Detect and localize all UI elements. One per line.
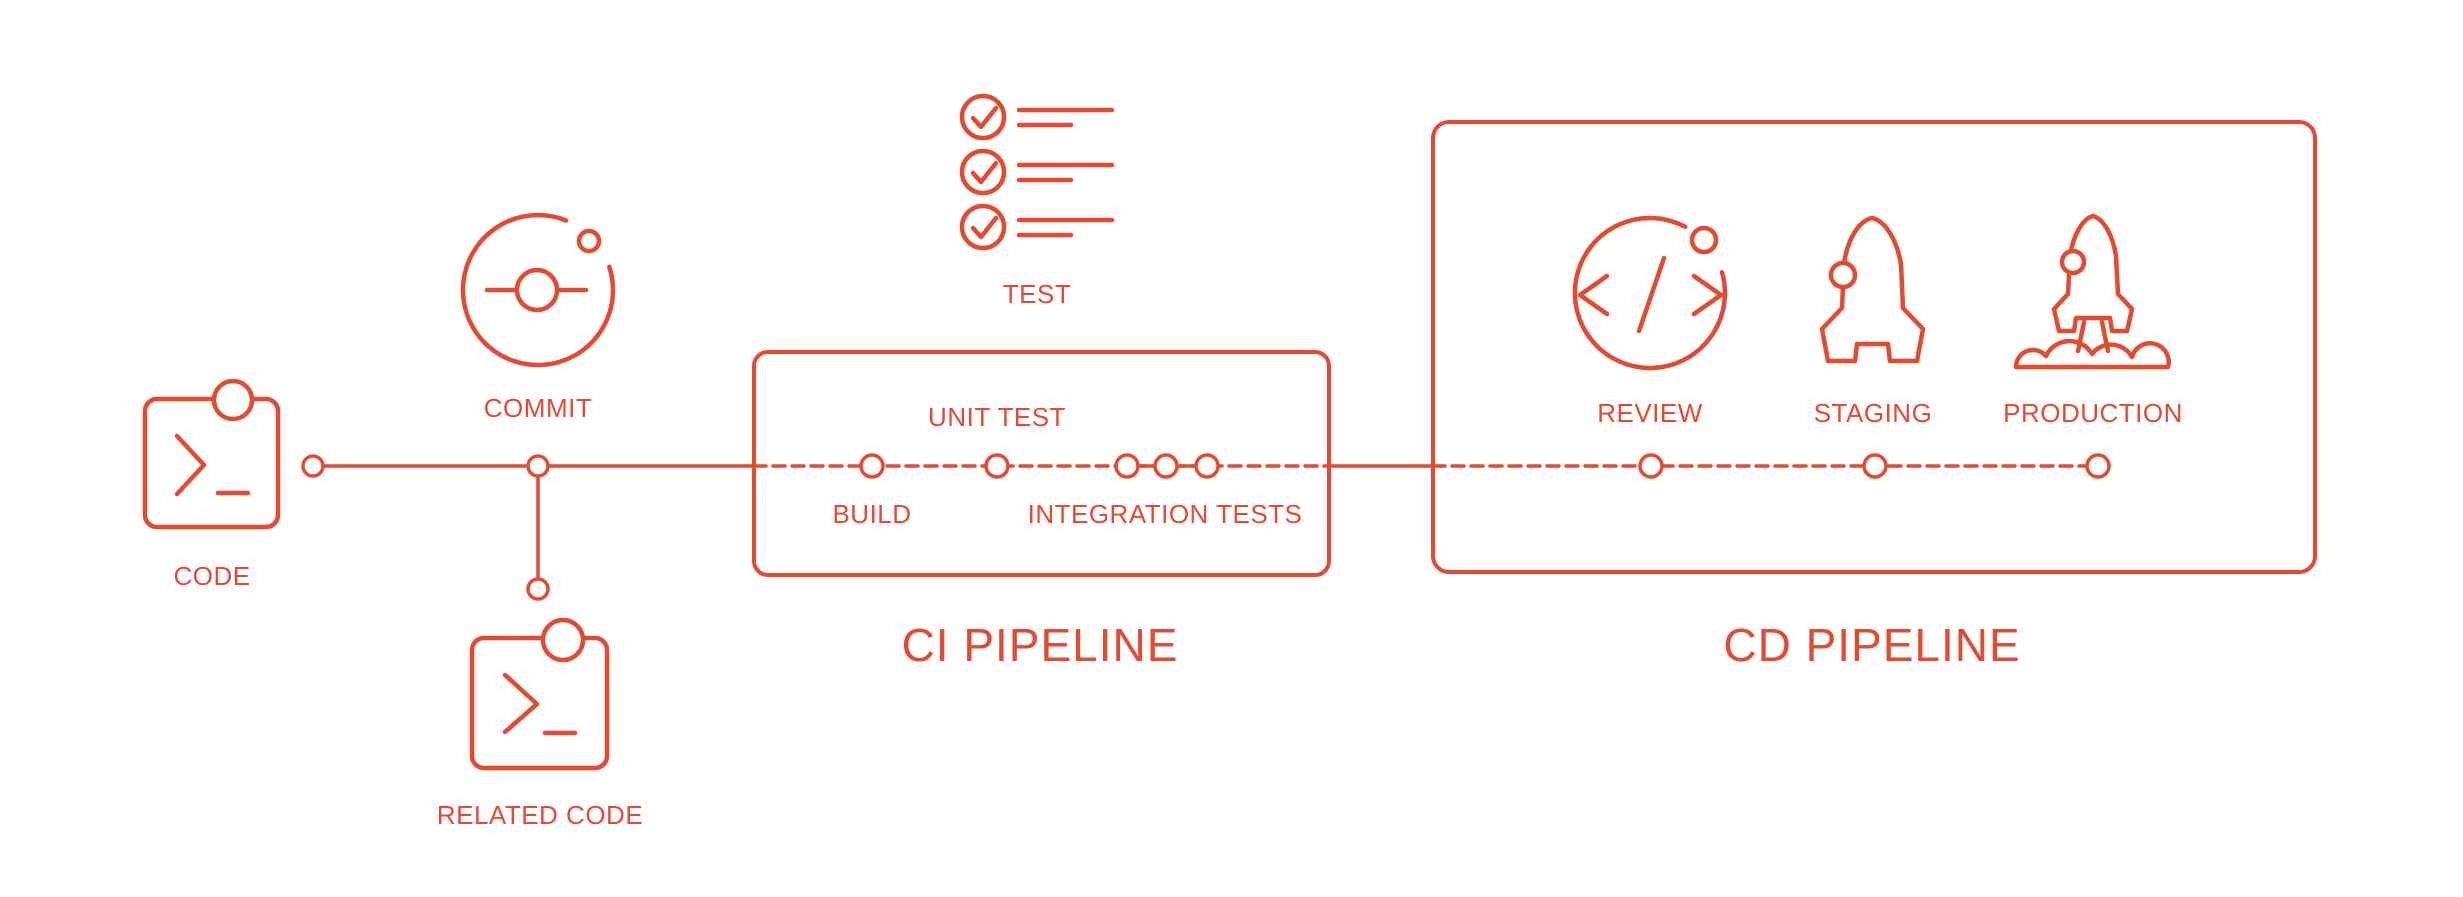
code-bracket-left xyxy=(1577,273,1610,317)
terminal-frame xyxy=(142,396,281,530)
checkmark-icon xyxy=(970,105,999,130)
integration-node xyxy=(1194,453,1220,479)
unit-test-label: UNIT TEST xyxy=(928,402,1066,432)
ci-pipeline-title: CI PIPELINE xyxy=(902,619,1179,671)
unit-test-node xyxy=(984,453,1010,479)
build-label: BUILD xyxy=(832,499,911,529)
review-node xyxy=(1638,453,1664,479)
cd-pipeline-box xyxy=(1431,120,2317,574)
production-node xyxy=(2085,453,2111,479)
code-slash xyxy=(1636,255,1667,334)
review-orbit xyxy=(1572,215,1728,371)
rocket-body xyxy=(1819,215,1926,364)
terminal-window-icon xyxy=(469,617,610,771)
rocket-window xyxy=(2059,248,2087,276)
git-commit-icon xyxy=(460,212,616,368)
commit-dot xyxy=(514,267,560,313)
integration-node xyxy=(1114,453,1140,479)
terminal-frame xyxy=(469,635,610,771)
commit-orbit xyxy=(460,212,616,368)
prompt-chevron xyxy=(502,672,540,735)
orbit-dot xyxy=(1689,225,1719,255)
rocket-icon xyxy=(1819,215,1926,364)
production-label: PRODUCTION xyxy=(2003,398,2183,428)
related-code-label: RELATED CODE xyxy=(437,800,643,830)
rocket-window xyxy=(1828,260,1858,290)
build-node xyxy=(859,453,885,479)
code-label: CODE xyxy=(173,561,250,591)
start-node xyxy=(301,454,325,478)
exhaust-line xyxy=(2075,319,2087,354)
commit-label: COMMIT xyxy=(484,393,592,423)
ci-pipeline-box xyxy=(752,350,1331,577)
branch-end-node xyxy=(526,577,550,601)
checklist-icon xyxy=(959,93,1115,251)
checklist-row xyxy=(959,93,1115,141)
staging-node xyxy=(1862,453,1888,479)
prompt-chevron xyxy=(174,433,207,497)
code-bracket-right xyxy=(1691,273,1724,317)
checkmark-icon xyxy=(970,160,999,185)
integration-tests-label: INTEGRATION TESTS xyxy=(1028,499,1303,529)
review-label: REVIEW xyxy=(1597,398,1703,428)
pin-circle xyxy=(211,378,255,422)
integration-node xyxy=(1153,453,1179,479)
pipeline-nodes xyxy=(301,453,2111,601)
checkmark-icon xyxy=(970,215,999,240)
orbit-dot xyxy=(576,228,602,254)
smoke-cloud xyxy=(2013,338,2171,370)
check-circle-icon xyxy=(959,148,1007,196)
check-circle-icon xyxy=(959,203,1007,251)
check-circle-icon xyxy=(959,93,1007,141)
pin-circle xyxy=(540,617,586,663)
checklist-row xyxy=(959,203,1115,251)
code-review-icon xyxy=(1572,215,1728,371)
test-label: TEST xyxy=(1003,279,1071,309)
checklist-row xyxy=(959,148,1115,196)
rocket-body xyxy=(2051,213,2135,334)
terminal-window-icon xyxy=(142,378,281,530)
cd-pipeline-title: CD PIPELINE xyxy=(1723,619,2020,671)
commit-junction-node xyxy=(526,454,550,478)
staging-label: STAGING xyxy=(1814,398,1933,428)
rocket-launch-icon xyxy=(2013,213,2171,370)
